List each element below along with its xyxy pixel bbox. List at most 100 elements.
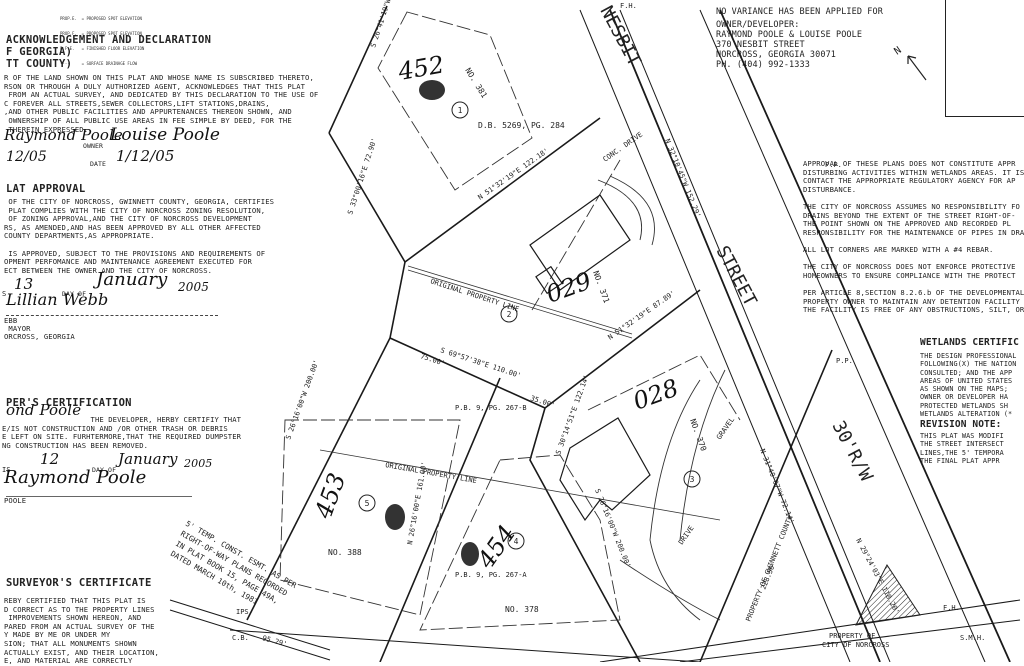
- svg-text:NO. 370: NO. 370: [688, 418, 708, 453]
- svg-text:4: 4: [514, 537, 519, 546]
- svg-text:453: 453: [309, 469, 351, 523]
- lot1-buildable: [377, 11, 533, 191]
- svg-text:NO. 388: NO. 388: [328, 548, 362, 557]
- svg-text:GRAVEL: GRAVEL: [715, 416, 736, 441]
- approval-month: January: [96, 269, 168, 290]
- svg-text:S 33°00'16"E 72.90': S 33°00'16"E 72.90': [346, 137, 378, 216]
- svg-text:S 26°16'00"W 200.00': S 26°16'00"W 200.00': [593, 488, 632, 569]
- plat-approval-body: OF THE CITY OF NORCROSS, GWINNETT COUNTY…: [4, 197, 275, 275]
- svg-text:F.H.: F.H.: [943, 604, 960, 612]
- svg-text:N 51°32'19"E 122.18': N 51°32'19"E 122.18': [477, 147, 551, 202]
- signature-raymond: Raymond Poole: [4, 126, 123, 144]
- svg-text:30'R/W: 30'R/W: [828, 417, 877, 484]
- date-left: 12/05: [6, 149, 47, 165]
- tree-marker: [385, 504, 405, 530]
- svg-text:NO. 371: NO. 371: [591, 270, 611, 305]
- building-1-story: [529, 194, 631, 291]
- svg-text:P.P.: P.P.: [825, 161, 842, 169]
- revision-title: REVISION NOTE:: [920, 419, 1002, 430]
- dev-year: 2005: [184, 457, 213, 470]
- svg-text:P.P.: P.P.: [836, 357, 853, 365]
- acknowledgement-title: ACKNOWLEDGEMENT AND DECLARATION: [6, 34, 212, 46]
- svg-text:NESBIT: NESBIT: [596, 2, 645, 69]
- svg-text:3: 3: [690, 475, 695, 484]
- svg-text:CITY OF NORCROSS: CITY OF NORCROSS: [822, 641, 889, 649]
- north-arrow-icon: [907, 55, 927, 81]
- svg-text:PROPERTY OF GWINNETT COUNTY: PROPERTY OF GWINNETT COUNTY: [744, 514, 794, 623]
- legend-line: F.F.E. = FINISHED FLOOR ELEVATION: [60, 46, 145, 51]
- developer-signature-inline: ond Poole: [6, 401, 82, 419]
- svg-text:IPS: IPS: [236, 608, 249, 616]
- svg-text:NO. 381: NO. 381: [463, 66, 489, 100]
- svg-text:95.29': 95.29': [261, 634, 288, 648]
- svg-text:S.M.H.: S.M.H.: [960, 634, 985, 642]
- dev-day-label: DAY OF: [92, 466, 117, 474]
- legend-line: ---- = SURFACE DRAINAGE FLOW: [60, 61, 138, 66]
- svg-text:029: 029: [542, 267, 595, 309]
- tree-marker: [419, 80, 445, 100]
- signature-louise: Louise Poole: [110, 125, 221, 145]
- plat-approval-title: LAT APPROVAL: [6, 183, 86, 195]
- mayor-line: ORCROSS, GEORGIA: [4, 332, 75, 341]
- dev-day: 12: [40, 450, 60, 468]
- revision-body: THIS PLAT WAS MODIFI THE STREET INTERSEC…: [920, 432, 1004, 465]
- svg-text:S 69°57'38"E 110.00': S 69°57'38"E 110.00': [439, 346, 522, 380]
- acknowledgement-body: R OF THE LAND SHOWN ON THIS PLAT AND WHO…: [4, 73, 319, 134]
- developer-signer: POOLE: [4, 496, 27, 505]
- signature-line: [6, 496, 192, 497]
- svg-text:S 26°16'00"W 200.00': S 26°16'00"W 200.00': [284, 359, 320, 441]
- general-notes: APPROVAL OF THESE PLANS DOES NOT CONSTIT…: [803, 159, 1024, 315]
- lot4-buildable: [419, 454, 621, 631]
- svg-text:CONC. DRIVE: CONC. DRIVE: [602, 130, 645, 163]
- approval-day-label: DAY OF: [62, 290, 87, 298]
- developer-cert-title: PER'S CERTIFICATION: [6, 397, 132, 409]
- svg-text:NO. 378: NO. 378: [505, 605, 539, 614]
- date-value: 1/12/05: [116, 147, 175, 165]
- svg-text:DRIVE: DRIVE: [677, 524, 696, 546]
- developer-signature: Raymond Poole: [4, 467, 147, 488]
- owner-names: RAYMOND POOLE & LOUISE POOLE: [716, 30, 863, 40]
- title-block-frame: [945, 0, 1024, 117]
- surveyor-cert-body: REBY CERTIFIED THAT THIS PLAT IS D CORRE…: [4, 596, 159, 666]
- acknowledgement-county: TT COUNTY): [6, 58, 73, 70]
- developer-cert-body: THE DEVELOPER, HERBY CERTIFIY THAT E/IS …: [2, 415, 242, 450]
- signature-line: [6, 315, 218, 316]
- owner-address: 370 NESBIT STREET: [716, 40, 805, 50]
- svg-text:5: 5: [365, 499, 370, 508]
- lot5-buildable: [279, 419, 461, 616]
- wetlands-title: WETLANDS CERTIFIC: [920, 337, 1019, 348]
- legend-line: PROP.E. = PROPOSED SPOT ELEVATION: [60, 16, 142, 21]
- tree-marker: [461, 542, 479, 566]
- lot1-west-line: [328, 5, 388, 134]
- svg-text:D.B. 5269, PG. 284: D.B. 5269, PG. 284: [478, 121, 565, 130]
- svg-text:STREET: STREET: [712, 242, 761, 309]
- svg-text:454: 454: [471, 520, 521, 574]
- svg-text:PROPERTY OF: PROPERTY OF: [829, 632, 875, 640]
- svg-text:C.B.: C.B.: [232, 634, 249, 642]
- owner-label: OWNER: [83, 142, 104, 150]
- svg-text:F.H.: F.H.: [620, 2, 637, 10]
- svg-text:028: 028: [629, 374, 682, 416]
- svg-text:P.B. 9, PG. 267-B: P.B. 9, PG. 267-B: [455, 404, 527, 412]
- svg-text:N: N: [892, 45, 903, 57]
- legend-block: PROP.E. = PROPOSED SPOT ELEVATION PROP.F…: [60, 6, 144, 71]
- dev-month: January: [118, 450, 178, 468]
- svg-text:1: 1: [458, 106, 463, 115]
- approval-day: 13: [14, 275, 34, 293]
- svg-text:S 30°14'51"E 122.14': S 30°14'51"E 122.14': [554, 374, 590, 456]
- approval-year: 2005: [178, 280, 209, 294]
- svg-text:N 31°40'07"W 72.14': N 31°40'07"W 72.14': [758, 448, 795, 525]
- svg-text:452: 452: [395, 50, 446, 86]
- svg-text:2: 2: [507, 310, 512, 319]
- legend-line: PROP.F. = PROPOSED SPOT ELEVATION: [60, 31, 142, 36]
- building-2-story: [559, 417, 651, 522]
- svg-text:N 32°10'45"W 152.29': N 32°10'45"W 152.29': [663, 138, 702, 219]
- owner-developer-label: OWNER/DEVELOPER:: [716, 20, 800, 30]
- surveyor-cert-title: SURVEYOR'S CERTIFICATE: [6, 577, 152, 589]
- svg-text:S 26°41'19"W 107.81': S 26°41'19"W 107.81': [369, 0, 403, 49]
- mayor-line: EBB: [4, 316, 18, 325]
- approval-day-prefix: S: [2, 290, 7, 298]
- hatched-area: [855, 564, 921, 626]
- wetlands-body: THE DESIGN PROFESSIONAL FOLLOWING(X) THE…: [920, 352, 1017, 419]
